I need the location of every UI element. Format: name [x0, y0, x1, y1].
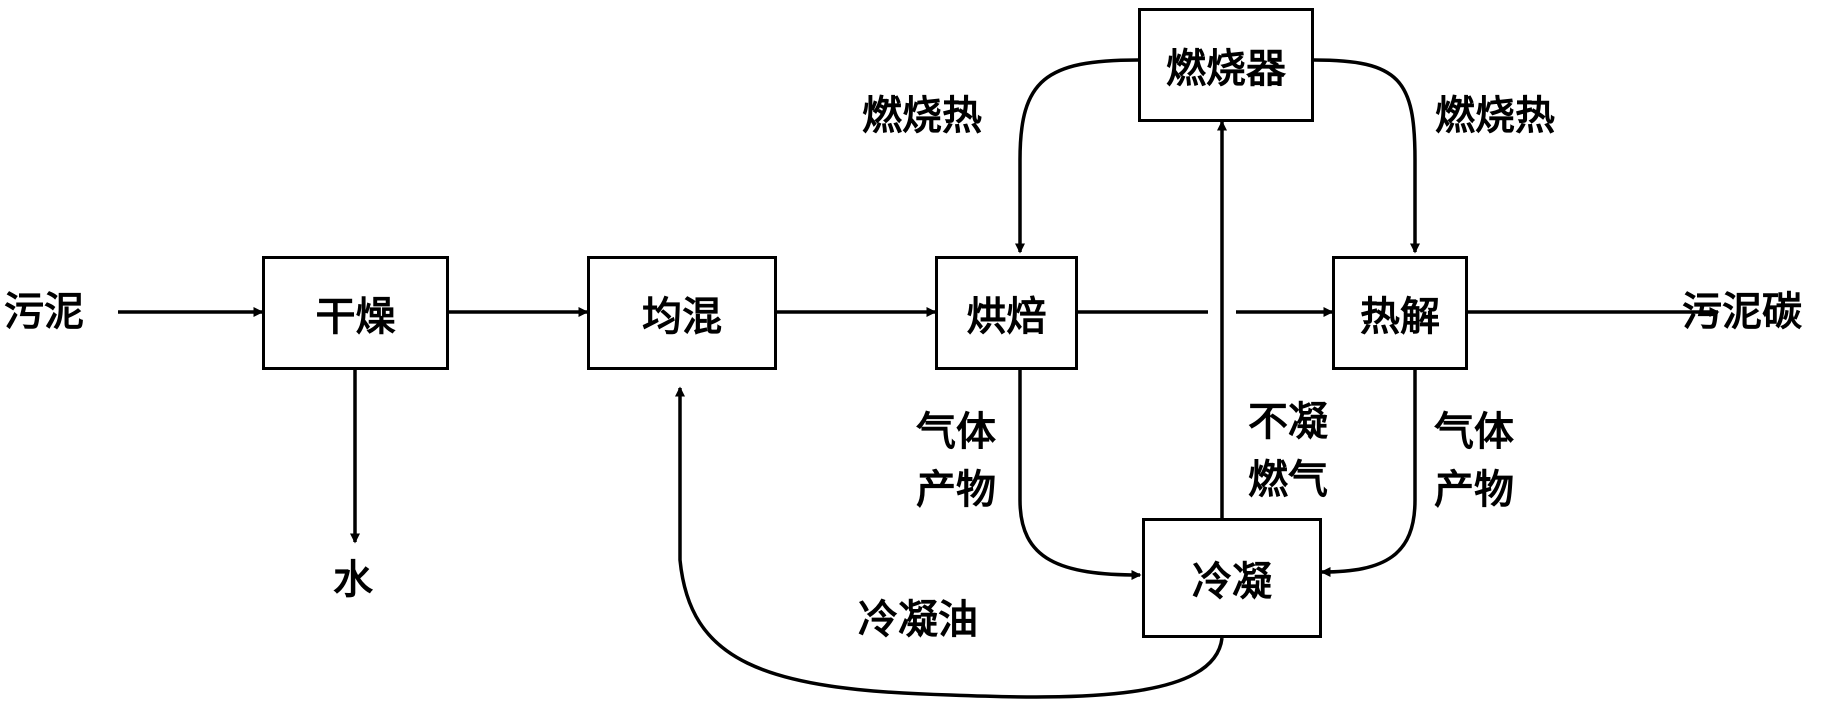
label-input: 污泥 [4, 289, 84, 335]
node-mixing: 均混 [587, 256, 777, 370]
arrow-burner-pyrolysis [1313, 58, 1420, 254]
label-gas-left-1: 气体 [916, 409, 996, 455]
label-gas-right-2: 产物 [1434, 467, 1514, 513]
label-gas-right-1: 气体 [1434, 409, 1514, 455]
label-water: 水 [333, 557, 373, 603]
label-heat-right: 燃烧热 [1435, 93, 1555, 139]
node-pyrolysis: 热解 [1332, 256, 1468, 370]
label-oil: 冷凝油 [858, 597, 978, 643]
label-output: 污泥碳 [1682, 289, 1802, 335]
arrow-pyrolysis-condensing [1320, 370, 1417, 577]
label-noncond-2: 燃气 [1248, 457, 1328, 503]
node-condensing: 冷凝 [1142, 518, 1322, 638]
arrow-burner-roasting [1015, 58, 1139, 254]
label-heat-left: 燃烧热 [862, 93, 982, 139]
arrow-roasting-condensing [1018, 370, 1142, 580]
label-noncond-1: 不凝 [1248, 399, 1328, 445]
arrow-condensing-mixing [675, 386, 1224, 699]
node-roasting: 烘焙 [935, 256, 1078, 370]
node-drying: 干燥 [262, 256, 449, 370]
node-burner: 燃烧器 [1138, 8, 1314, 122]
label-gas-left-2: 产物 [916, 467, 996, 513]
